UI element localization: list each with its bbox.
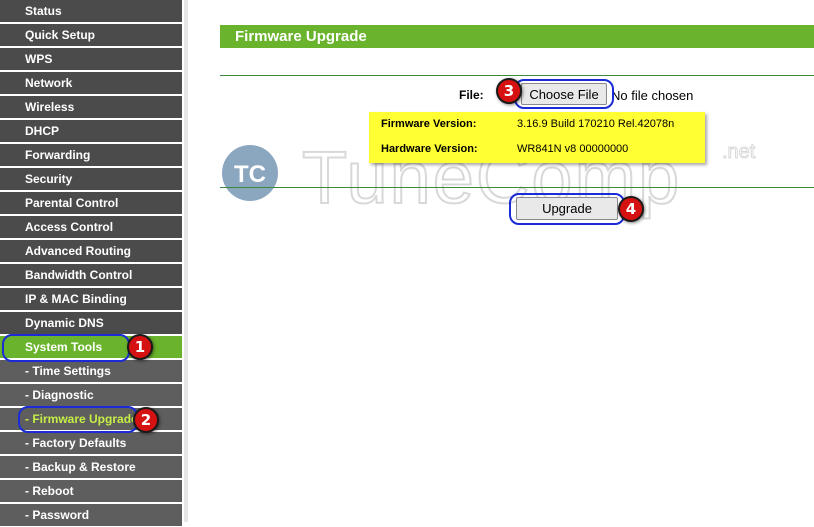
file-label: File: — [459, 88, 484, 102]
top-divider — [220, 75, 814, 76]
annotation-badge-3: 3 — [496, 78, 522, 104]
annotation-ring-firmware-upgrade — [18, 406, 138, 433]
annotation-badge-1: 1 — [127, 334, 153, 360]
annotation-ring-upgrade — [509, 193, 625, 225]
sidebar-item-forwarding[interactable]: Forwarding — [0, 144, 182, 167]
sidebar-menu: Status Quick Setup WPS Network Wireless … — [0, 0, 185, 527]
sidebar-item-diagnostic[interactable]: - Diagnostic — [0, 384, 182, 407]
hardware-version-value: WR841N v8 00000000 — [517, 143, 629, 155]
firmware-version-value: 3.16.9 Build 170210 Rel.42078n — [517, 118, 675, 130]
bottom-divider — [220, 187, 814, 188]
no-file-status: No file chosen — [611, 88, 694, 103]
sidebar-item-backup-restore[interactable]: - Backup & Restore — [0, 456, 182, 479]
annotation-badge-2: 2 — [133, 407, 159, 433]
sidebar-item-wps[interactable]: WPS — [0, 48, 182, 71]
sidebar-item-security[interactable]: Security — [0, 168, 182, 191]
sidebar-divider — [184, 0, 188, 522]
hardware-version-label: Hardware Version: — [381, 143, 478, 155]
sidebar-item-network[interactable]: Network — [0, 72, 182, 95]
sidebar-item-access-control[interactable]: Access Control — [0, 216, 182, 239]
sidebar-item-password[interactable]: - Password — [0, 504, 182, 527]
sidebar-item-wireless[interactable]: Wireless — [0, 96, 182, 119]
annotation-ring-system-tools — [2, 334, 130, 362]
annotation-ring-choose-file — [514, 79, 614, 109]
sidebar-item-dynamic-dns[interactable]: Dynamic DNS — [0, 312, 182, 335]
page-title: Firmware Upgrade — [220, 25, 814, 48]
sidebar-item-quick-setup[interactable]: Quick Setup — [0, 24, 182, 47]
sidebar-item-time-settings[interactable]: - Time Settings — [0, 360, 182, 383]
choose-file-button[interactable]: Choose File — [521, 83, 607, 105]
watermark-suffix-text: .net — [722, 141, 756, 163]
sidebar-item-dhcp[interactable]: DHCP — [0, 120, 182, 143]
annotation-badge-4: 4 — [618, 196, 644, 222]
firmware-version-label: Firmware Version: — [381, 118, 477, 130]
watermark-logo-text: TC — [234, 161, 266, 188]
sidebar-item-advanced-routing[interactable]: Advanced Routing — [0, 240, 182, 263]
watermark-logo-circle — [222, 145, 278, 201]
sidebar-item-factory-defaults[interactable]: - Factory Defaults — [0, 432, 182, 455]
upgrade-button[interactable]: Upgrade — [516, 197, 618, 220]
sidebar-item-ip-mac-binding[interactable]: IP & MAC Binding — [0, 288, 182, 311]
sidebar-item-parental-control[interactable]: Parental Control — [0, 192, 182, 215]
version-info-box: Firmware Version: 3.16.9 Build 170210 Re… — [369, 112, 705, 163]
sidebar-item-status[interactable]: Status — [0, 0, 182, 23]
sidebar-item-bandwidth-control[interactable]: Bandwidth Control — [0, 264, 182, 287]
sidebar-item-reboot[interactable]: - Reboot — [0, 480, 182, 503]
